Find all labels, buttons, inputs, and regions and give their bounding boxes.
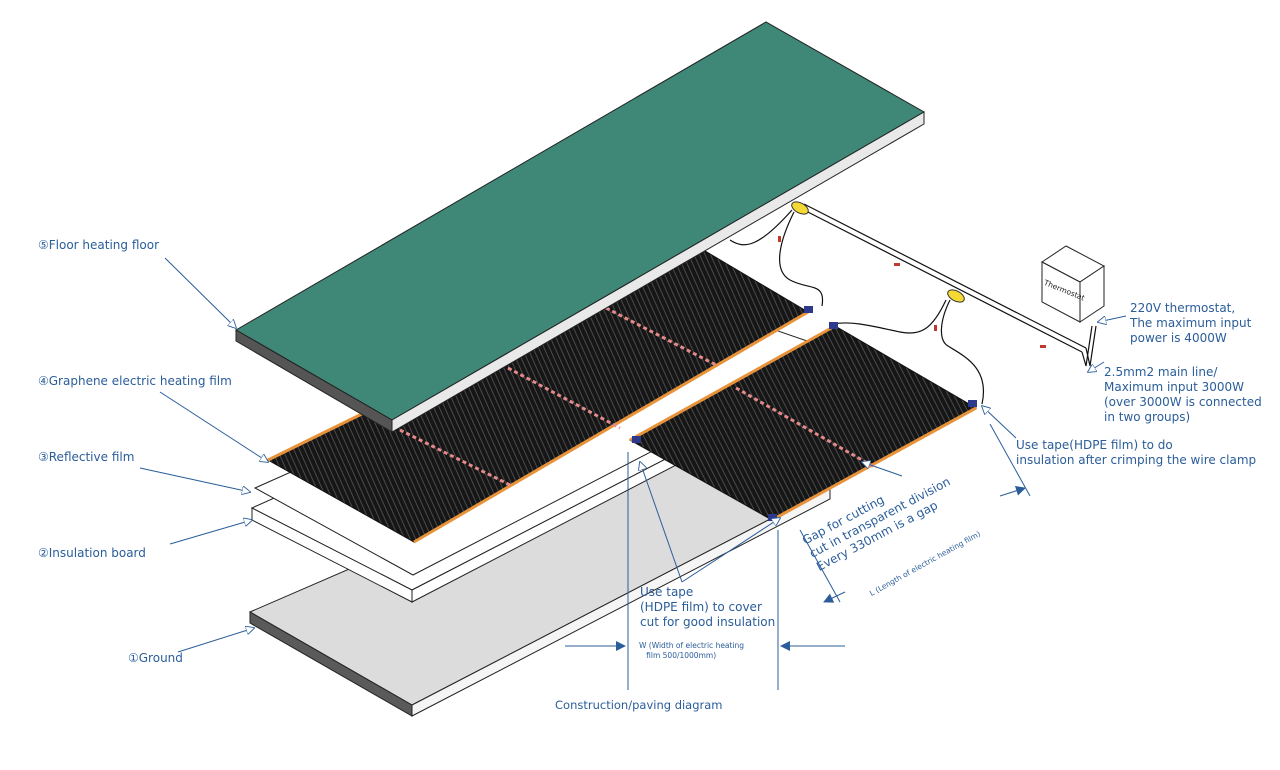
label-reflective-film: ③Reflective film [38, 450, 135, 464]
callout-thermostat: 220V thermostat, The maximum input power… [1130, 301, 1252, 345]
label-graphene-film: ④Graphene electric heating film [38, 374, 232, 388]
wire-markers [778, 236, 1046, 348]
ground-slab [248, 429, 832, 717]
callout-lines [139, 257, 1127, 653]
label-insulation-board: ②Insulation board [38, 546, 146, 560]
callout-width: W (Width of electric heating film 500/10… [639, 641, 745, 660]
label-ground: ①Ground [128, 651, 183, 665]
connectors [791, 201, 965, 303]
floor-board [235, 21, 926, 433]
callout-main-line: 2.5mm2 main line/ Maximum input 3000W (o… [1104, 365, 1262, 424]
callout-tape-cut: Use tape (HDPE film) to cover cut for go… [640, 585, 776, 629]
label-floor-heating-floor: ⑤Floor heating floor [38, 238, 160, 252]
wiring [729, 203, 1097, 405]
callout-tape-clamp: Use tape(HDPE film) to do insulation aft… [1016, 438, 1257, 467]
thermostat-box [1041, 245, 1105, 323]
dimension-lines [565, 423, 1031, 690]
heating-film-right [628, 324, 978, 522]
diagram-caption: Construction/paving diagram [555, 698, 723, 712]
